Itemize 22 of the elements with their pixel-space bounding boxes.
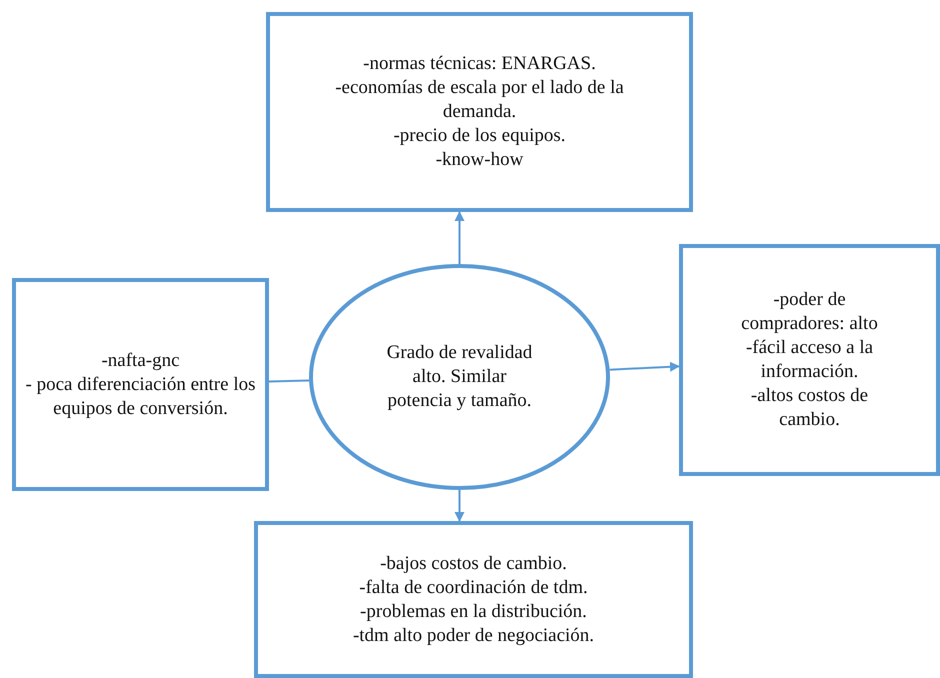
node-text: -normas técnicas: ENARGAS.	[362, 52, 597, 76]
node-text: -fácil acceso a la información.	[744, 336, 874, 384]
node-text: -poder de compradores: alto	[740, 288, 879, 336]
node-text: -know-how	[434, 148, 524, 172]
arrow	[454, 211, 464, 264]
node-text: -nafta-gnc	[100, 348, 181, 372]
node-text: - poca diferenciación entre los equipos de conversión.	[24, 372, 256, 420]
arrow	[610, 362, 680, 372]
ellipse-node	[309, 264, 610, 490]
node-text: -altos costos de cambio.	[750, 384, 870, 432]
node-text: Grado de revalidad alto. Similar potencia y tamaño.	[386, 341, 534, 413]
node-text: -economías de escala por el lado de la demanda.	[334, 76, 625, 124]
node-text: -tdm alto poder de negociación.	[352, 624, 596, 648]
arrow	[454, 490, 464, 522]
node-text: -bajos costos de cambio.	[379, 552, 568, 576]
node-text: -falta de coordinación de tdm.	[358, 576, 589, 600]
text-box	[679, 244, 940, 476]
text-box	[12, 278, 269, 491]
node-text: -precio de los equipos.	[392, 124, 566, 148]
text-box	[266, 12, 693, 212]
text-box	[254, 521, 693, 678]
node-text: -problemas en la distribución.	[359, 600, 588, 624]
